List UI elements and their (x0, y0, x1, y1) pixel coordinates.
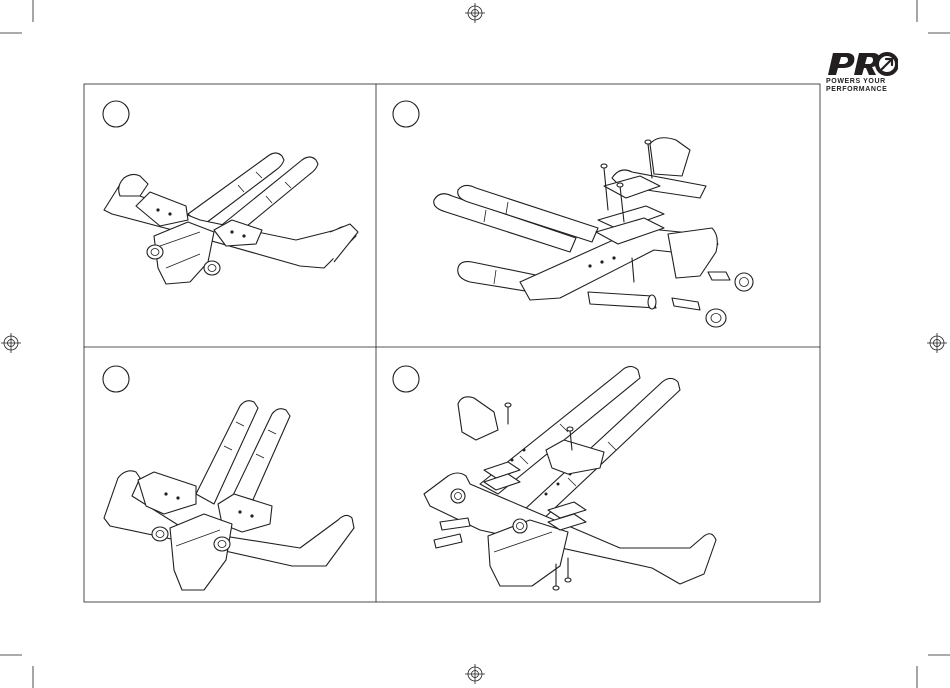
tagline-line-1: POWERS YOUR (826, 78, 887, 86)
registration-mark-top (465, 3, 485, 23)
pro-tagline: POWERS YOUR PERFORMANCE (826, 78, 887, 94)
panel-2-exploded-drawing (434, 138, 753, 327)
registration-mark-left (1, 333, 21, 353)
panel-4-exploded-drawing (424, 366, 716, 590)
panel-3-aerobar-drawing (104, 401, 354, 590)
registration-mark-bottom (465, 664, 485, 684)
step-circle-2 (393, 101, 419, 127)
pro-logo: POWERS YOUR PERFORMANCE (826, 51, 900, 82)
pro-logo-mark (826, 51, 898, 77)
step-circle-1 (103, 101, 129, 127)
panel-1-aerobar-drawing (104, 153, 358, 284)
tagline-line-2: PERFORMANCE (826, 86, 887, 94)
step-circle-3 (103, 366, 129, 392)
registration-mark-right (927, 333, 947, 353)
step-circle-4 (393, 366, 419, 392)
